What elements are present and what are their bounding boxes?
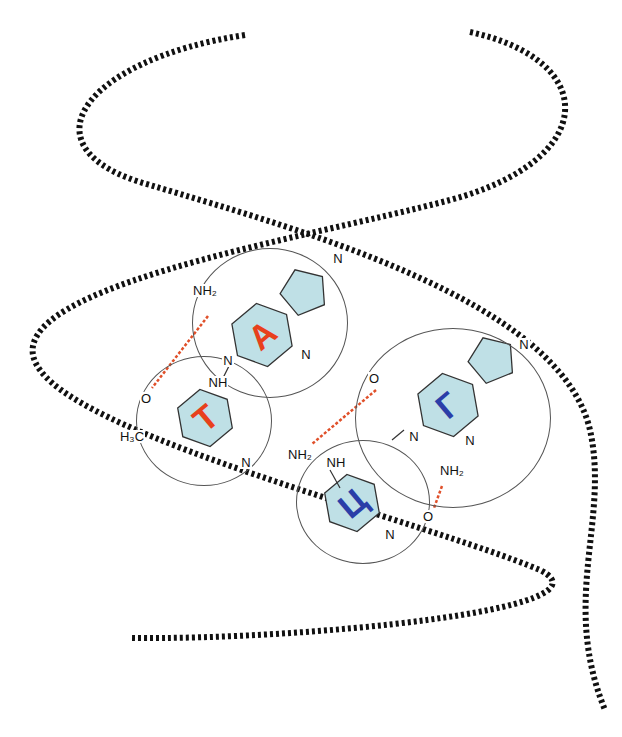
bond-line [392, 430, 404, 440]
atom-label: O [368, 372, 380, 385]
hexagon-ring [418, 374, 478, 437]
atom-label: N [240, 456, 251, 469]
hydrogen-bond [312, 390, 376, 444]
hydrogen-bond [434, 486, 442, 508]
atom-label: O [140, 392, 152, 405]
hydrogen-bond [152, 316, 208, 388]
atom-label: N [332, 252, 343, 265]
helix-strand [79, 35, 605, 710]
base-circle: Г [355, 328, 551, 508]
pentagon-ring [468, 338, 512, 384]
pentagon-ring [280, 270, 324, 316]
hexagon-ring [232, 304, 292, 367]
hexagon-ring [325, 475, 380, 532]
atom-label: N [464, 434, 475, 447]
hexagon-ring [178, 390, 233, 447]
base-letter: Т [186, 398, 224, 437]
atom-label: N [300, 348, 311, 361]
atom-label: N [384, 528, 395, 541]
base-letter: Г [430, 386, 467, 424]
bond-line [330, 470, 340, 488]
atom-label: N [408, 430, 419, 443]
atom-label: N [222, 354, 233, 367]
atom-label: NH [326, 456, 347, 469]
atom-label: NH₂ [439, 464, 465, 477]
atom-label: NH [208, 376, 229, 389]
base-letter: А [242, 314, 283, 356]
atom-label: N [518, 338, 529, 351]
atom-label: NH₂ [287, 448, 313, 461]
base-letter: Ц [332, 482, 373, 524]
base-circle: Ц [296, 440, 430, 564]
atom-label: NH₂ [192, 284, 218, 297]
atom-label: O [422, 510, 434, 523]
atom-label: H₃C [119, 430, 145, 443]
helix-strand [33, 32, 566, 638]
